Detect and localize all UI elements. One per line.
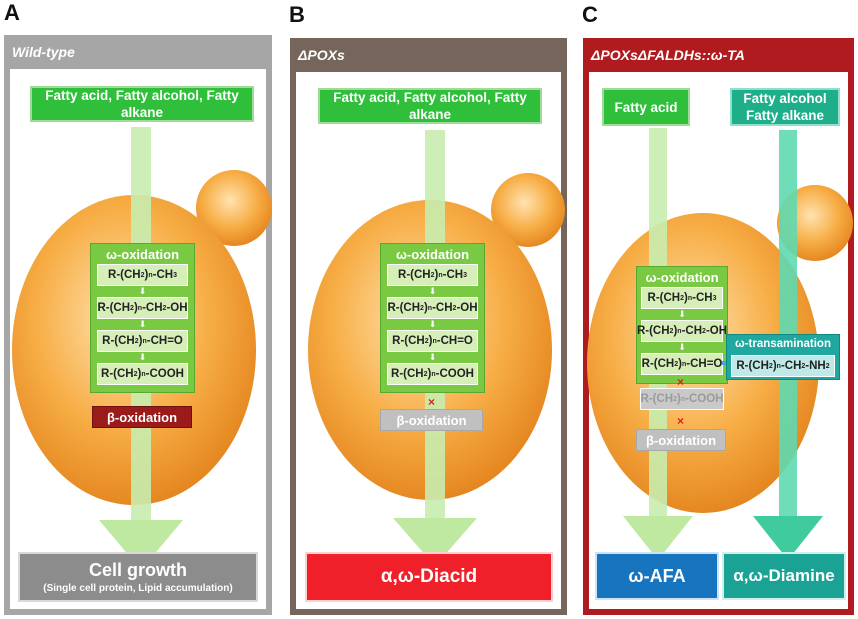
blocked-x-icon: × xyxy=(428,395,436,409)
beta-oxidation-b-inactive: β-oxidation xyxy=(380,409,483,431)
step-arrow-icon: ⬇ xyxy=(428,286,437,296)
transamination-title: ω-transamination xyxy=(735,338,831,350)
omega-oxidation-title-b: ω-oxidation xyxy=(395,247,470,262)
beta-oxidation-c-inactive: β-oxidation xyxy=(636,429,726,451)
panel-a-title: Wild-type xyxy=(12,44,75,60)
substrate-box-c-left: Fatty acid xyxy=(602,88,690,126)
substrate-box-c-right: Fatty alcohol Fatty alkane xyxy=(730,88,840,126)
step-arrow-icon: ⬇ xyxy=(428,352,437,362)
substrate-box-b: Fatty acid, Fatty alcohol, Fatty alkane xyxy=(318,88,542,124)
step-arrow-icon: ⬇ xyxy=(138,286,147,296)
substrate-alkane-c: Fatty alkane xyxy=(745,108,825,123)
step-arrow-icon: ⬇ xyxy=(138,319,147,329)
outcome-box-c-right: α,ω-Diamine xyxy=(722,552,846,600)
outcome-box-a: Cell growth (Single cell protein, Lipid … xyxy=(18,552,258,602)
outcome-box-b: α,ω-Diacid xyxy=(305,552,553,602)
outcome-sub-a: (Single cell protein, Lipid accumulation… xyxy=(43,583,233,594)
beta-oxidation-a: β-oxidation xyxy=(92,406,192,428)
panel-letter-c: C xyxy=(582,2,598,27)
outcome-box-c-left: ω-AFA xyxy=(595,552,719,600)
step-arrow-icon: ⬇ xyxy=(678,342,686,352)
outcome-afa: ω-AFA xyxy=(628,565,686,586)
panel-letter-b: B xyxy=(289,2,305,27)
outcome-diamine: α,ω-Diamine xyxy=(733,566,835,585)
panel-letter-a: A xyxy=(4,0,20,25)
panel-b-title: ΔPOXs xyxy=(298,47,345,63)
step-arrow-icon: ⬇ xyxy=(428,319,437,329)
substrate-box-a: Fatty acid, Fatty alcohol, Fatty alkane xyxy=(30,86,254,122)
blocked-x-icon-acid: × xyxy=(677,414,685,428)
substrate-alcohol-c: Fatty alcohol xyxy=(743,91,827,106)
step-arrow-icon: ⬇ xyxy=(678,309,686,319)
step-arrow-icon: ⬇ xyxy=(138,352,147,362)
flow-arrow-c-right xyxy=(779,130,797,528)
panel-c-title: ΔPOXsΔFALDHs::ω-TA xyxy=(591,47,745,63)
outcome-main-b: α,ω-Diacid xyxy=(380,566,478,587)
outcome-main-a: Cell growth xyxy=(89,560,187,580)
omega-oxidation-title-a: ω-oxidation xyxy=(105,247,180,262)
blocked-x-icon-aldehyde: × xyxy=(677,375,685,389)
omega-oxidation-title-c: ω-oxidation xyxy=(645,270,719,285)
